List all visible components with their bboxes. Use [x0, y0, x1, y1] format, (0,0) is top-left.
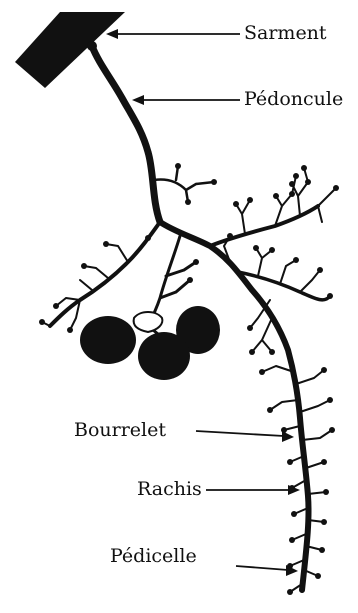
main-rachis	[160, 222, 309, 590]
label-pedicelle: Pédicelle	[110, 547, 197, 566]
upper-branch	[210, 206, 318, 246]
left-branch	[50, 222, 160, 326]
label-sarment: Sarment	[244, 24, 327, 43]
label-pedoncule: Pédoncule	[244, 90, 343, 109]
berries	[80, 306, 220, 380]
label-arrows	[106, 29, 300, 576]
peduncle-stem	[92, 46, 160, 222]
label-rachis: Rachis	[137, 480, 202, 499]
peduncle-side-branch	[154, 166, 214, 202]
lower-side-branches	[262, 366, 332, 592]
label-bourrelet: Bourrelet	[74, 421, 166, 440]
